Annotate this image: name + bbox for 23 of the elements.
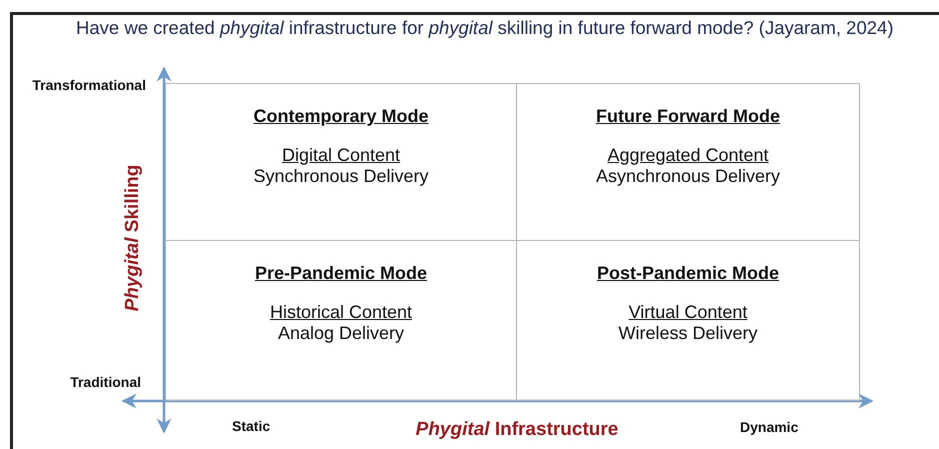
quadrant-heading: Contemporary Mode: [253, 106, 429, 127]
content-type-text: Digital Content: [282, 145, 400, 166]
axis-title: Phygital Skilling: [122, 164, 144, 312]
delivery-type-text: Asynchronous Delivery: [596, 166, 780, 187]
delivery-type-text: Synchronous Delivery: [253, 166, 429, 187]
axis-title: Phygital Infrastructure: [416, 419, 618, 441]
delivery-type-text: Wireless Delivery: [618, 323, 758, 344]
content-type-text: Historical Content: [270, 302, 412, 323]
quadrant-heading: Post-Pandemic Mode: [596, 263, 780, 284]
delivery-type-text: Analog Delivery: [278, 323, 404, 344]
axis-end-label: Traditional: [70, 374, 141, 390]
title: Have we created phygital infrastructure for phygital skilling in future forward mode? (Jayaram, 2024): [76, 17, 894, 39]
quadrant-cell: [165, 83, 517, 241]
axis-end-label: Static: [232, 418, 270, 434]
content-type-text: Aggregated Content: [607, 145, 769, 166]
content-type-text: Virtual Content: [628, 302, 748, 323]
quadrant-cell: [516, 83, 860, 241]
axis-end-label: Transformational: [32, 77, 146, 93]
quadrant-heading: Future Forward Mode: [596, 106, 780, 127]
quadrant-heading: Pre-Pandemic Mode: [254, 263, 428, 284]
axis-end-label: Dynamic: [740, 419, 798, 435]
quadrant-cell: [165, 240, 517, 401]
quadrant-cell: [516, 240, 860, 401]
